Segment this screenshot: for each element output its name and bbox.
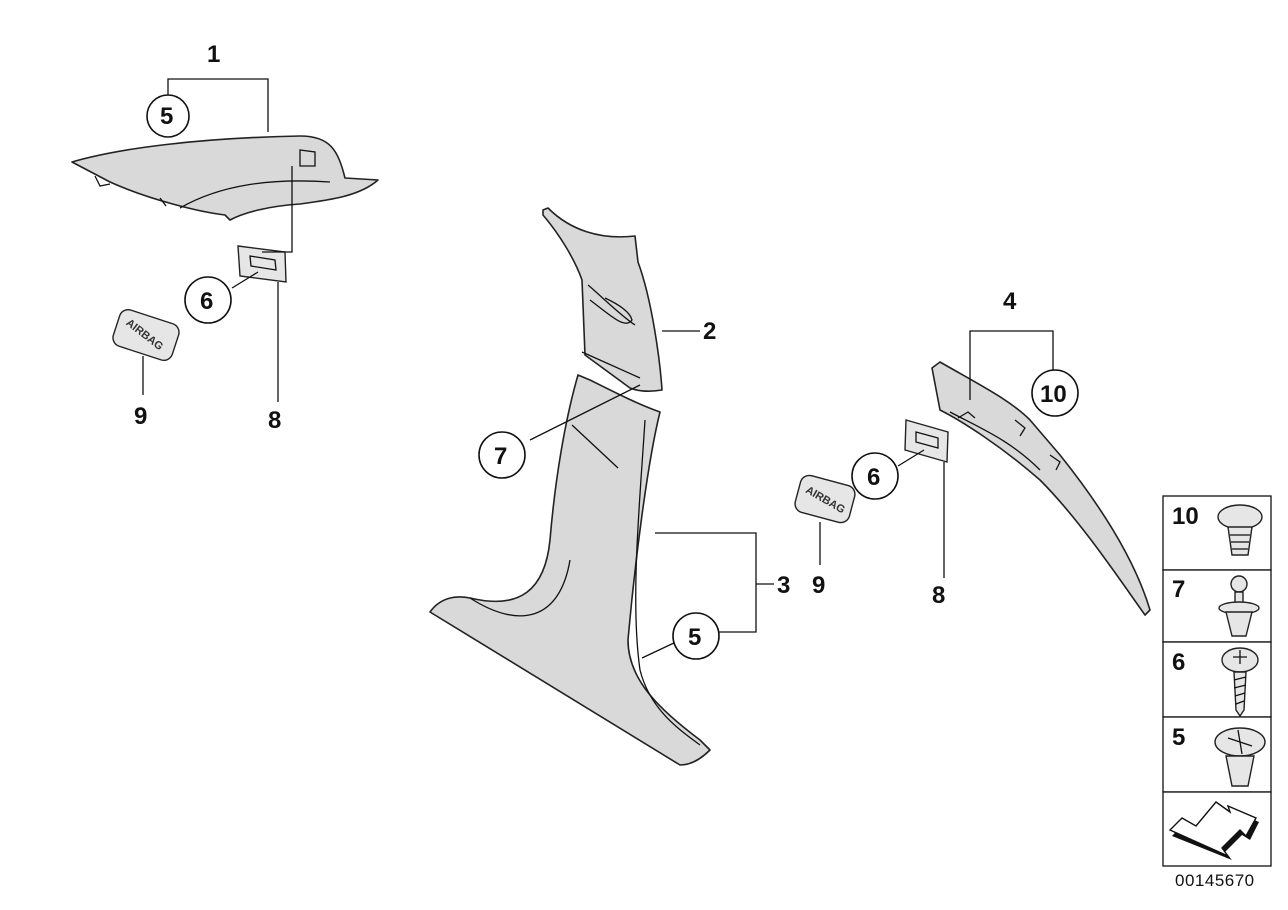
push-rivet-7-icon — [1218, 575, 1260, 637]
callout-5-lower: 5 — [688, 624, 701, 651]
callout-1: 1 — [207, 41, 220, 68]
fastener-legend: 10 7 6 5 — [1162, 495, 1272, 867]
airbag-badge-9-left[interactable]: AIRBAG — [111, 307, 182, 362]
push-clip-10-icon — [1217, 504, 1263, 556]
callout-7: 7 — [494, 443, 507, 470]
expansion-clip-5-icon — [1214, 727, 1266, 787]
callout-10: 10 — [1040, 381, 1067, 408]
trim-panel-3[interactable] — [429, 374, 711, 766]
callout-8-right: 8 — [932, 582, 945, 609]
legend-label-7: 7 — [1172, 576, 1185, 603]
diagram-code: 00145670 — [1175, 871, 1255, 890]
legend-label-10: 10 — [1172, 503, 1199, 530]
callout-5-upper: 5 — [160, 103, 173, 130]
direction-arrow-icon — [1168, 801, 1259, 860]
bracket-plate-8-right[interactable] — [904, 419, 949, 463]
airbag-badge-9-right[interactable]: AIRBAG — [793, 473, 857, 524]
callout-3: 3 — [777, 572, 790, 599]
trim-panel-2[interactable] — [542, 207, 663, 393]
legend-label-6: 6 — [1172, 649, 1185, 676]
bracket-plate-8-left[interactable] — [237, 245, 287, 283]
callout-9-right: 9 — [812, 572, 825, 599]
callout-8-left: 8 — [268, 407, 281, 434]
callout-9-left: 9 — [134, 403, 147, 430]
callout-6-right: 6 — [867, 464, 880, 491]
callout-4: 4 — [1003, 288, 1017, 315]
callout-6-left: 6 — [200, 288, 213, 315]
legend-label-5: 5 — [1172, 724, 1185, 751]
trim-panel-4[interactable] — [931, 361, 1151, 616]
callout-2: 2 — [703, 318, 716, 345]
trim-panel-1[interactable] — [71, 135, 379, 221]
screw-6-icon — [1221, 647, 1259, 718]
